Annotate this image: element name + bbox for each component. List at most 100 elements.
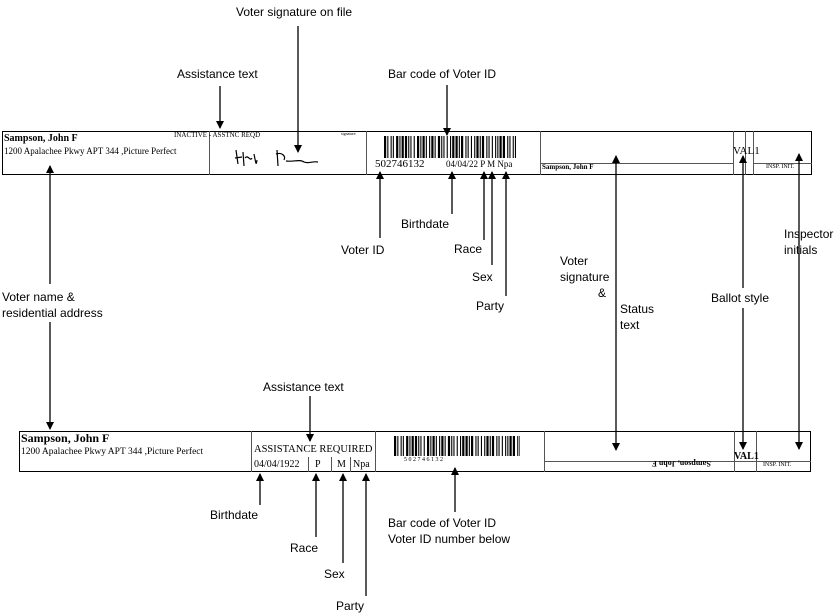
- barcode-bar: [420, 436, 422, 456]
- barcode-bar: [392, 136, 394, 158]
- bottom-card-divider: [308, 457, 309, 472]
- barcode-bar: [486, 436, 489, 456]
- label-status-1: Status: [620, 302, 655, 316]
- barcode-bar: [437, 136, 441, 158]
- label-inspector-2: initials: [784, 243, 818, 257]
- bottom-card-divider: [350, 457, 351, 472]
- top-ballot-style: VAL1: [733, 145, 760, 157]
- label-voter-signature-on-file: Voter signature on file: [236, 5, 353, 19]
- barcode-bar: [447, 436, 451, 456]
- barcode-bar: [476, 136, 479, 158]
- barcode-bar: [413, 136, 415, 158]
- barcode-bar: [458, 136, 460, 158]
- barcode-bar: [397, 436, 399, 456]
- barcode-bar: [406, 436, 409, 456]
- label-party-top: Party: [476, 299, 505, 313]
- top-signature-header: signature: [341, 131, 356, 136]
- barcode-bar: [384, 136, 387, 158]
- label-bar-code-top: Bar code of Voter ID: [388, 67, 497, 81]
- barcode-bar: [491, 136, 493, 158]
- barcode-bar: [467, 136, 469, 158]
- barcode-bar: [443, 136, 445, 158]
- top-voter-info: 04/04/22 P M Npa: [446, 159, 513, 169]
- bottom-voter-address: 1200 Apalachee Pkwy APT 344 ,Picture Per…: [21, 447, 204, 457]
- label-name-address-2: residential address: [2, 306, 103, 320]
- barcode-bar: [446, 136, 448, 158]
- label-ballot-style: Ballot style: [711, 291, 770, 305]
- label-bar-code-bottom-2: Voter ID number below: [388, 532, 511, 546]
- barcode-bar: [441, 136, 443, 158]
- barcode-bar: [408, 136, 410, 158]
- barcode-bar: [474, 136, 476, 158]
- barcode-bar: [460, 436, 462, 456]
- barcode-bar: [422, 136, 425, 158]
- barcode-bar: [512, 136, 514, 158]
- label-inspector-1: Inspector: [784, 227, 834, 241]
- barcode-bar: [431, 136, 434, 158]
- barcode-bar: [468, 436, 470, 456]
- label-voter-id: Voter ID: [341, 243, 385, 257]
- top-status-text: INACTIVE - ASSTNC REQD: [174, 131, 261, 139]
- barcode-bar: [430, 436, 432, 456]
- top-card-divider: [209, 131, 210, 175]
- barcode-bar: [501, 436, 503, 456]
- bottom-barcode: [394, 436, 520, 456]
- bottom-card-divider: [251, 431, 252, 472]
- bottom-card-divider: [331, 457, 332, 472]
- barcode-bar: [409, 436, 411, 456]
- barcode-bar: [470, 136, 472, 158]
- top-card-sig-line: [540, 163, 733, 164]
- barcode-bar: [423, 436, 425, 456]
- top-card-divider: [745, 131, 746, 175]
- barcode-bar: [475, 436, 477, 456]
- top-card-divider: [753, 131, 754, 175]
- top-card-divider: [366, 131, 367, 175]
- barcode-bar: [471, 436, 474, 456]
- bottom-card-divider: [756, 431, 757, 472]
- barcode-bar: [432, 436, 435, 456]
- barcode-bar: [396, 136, 399, 158]
- label-birthdate-bottom: Birthdate: [210, 508, 259, 522]
- bottom-card-divider: [734, 431, 735, 472]
- barcode-bar: [410, 136, 412, 158]
- label-bar-code-bottom-1: Bar code of Voter ID: [388, 516, 497, 530]
- barcode-bar: [411, 436, 414, 456]
- barcode-bar: [505, 436, 507, 456]
- barcode-bar: [497, 136, 499, 158]
- barcode-bar: [486, 136, 488, 158]
- label-name-address-1: Voter name &: [2, 290, 75, 304]
- barcode-bar: [450, 136, 452, 158]
- barcode-bar: [489, 436, 491, 456]
- label-party-bottom: Party: [336, 599, 365, 613]
- top-barcode: [384, 136, 516, 158]
- barcode-bar: [514, 136, 516, 158]
- barcode-bar: [394, 436, 397, 456]
- bottom-voter-name: Sampson, John F: [21, 431, 110, 445]
- barcode-bar: [427, 436, 430, 456]
- top-voter-id: 502746132: [375, 158, 425, 170]
- barcode-bar: [425, 136, 427, 158]
- bottom-insp-init: INSP. INIT.: [763, 462, 792, 468]
- barcode-bar: [390, 136, 392, 158]
- barcode-bar: [479, 136, 481, 158]
- label-sex-bottom: Sex: [324, 567, 345, 581]
- barcode-bar: [465, 136, 467, 158]
- barcode-bar: [441, 436, 444, 456]
- barcode-bar: [509, 436, 512, 456]
- label-voter-signature-3: &: [598, 286, 607, 300]
- bottom-race: P: [315, 459, 321, 470]
- label-race-bottom: Race: [290, 541, 319, 555]
- barcode-bar: [477, 436, 479, 456]
- barcode-bar: [480, 436, 482, 456]
- bottom-ballot-style: VAL1: [734, 451, 759, 462]
- barcode-bar: [456, 436, 458, 456]
- label-sex-top: Sex: [472, 270, 493, 284]
- barcode-bar: [491, 436, 495, 456]
- bottom-card-insp-line: [734, 461, 811, 462]
- barcode-bar: [418, 436, 420, 456]
- signature-image: [234, 149, 319, 167]
- barcode-bar: [509, 136, 511, 158]
- bottom-card-sig-line: [544, 461, 734, 462]
- barcode-bar: [402, 436, 404, 456]
- label-status-2: text: [620, 318, 640, 332]
